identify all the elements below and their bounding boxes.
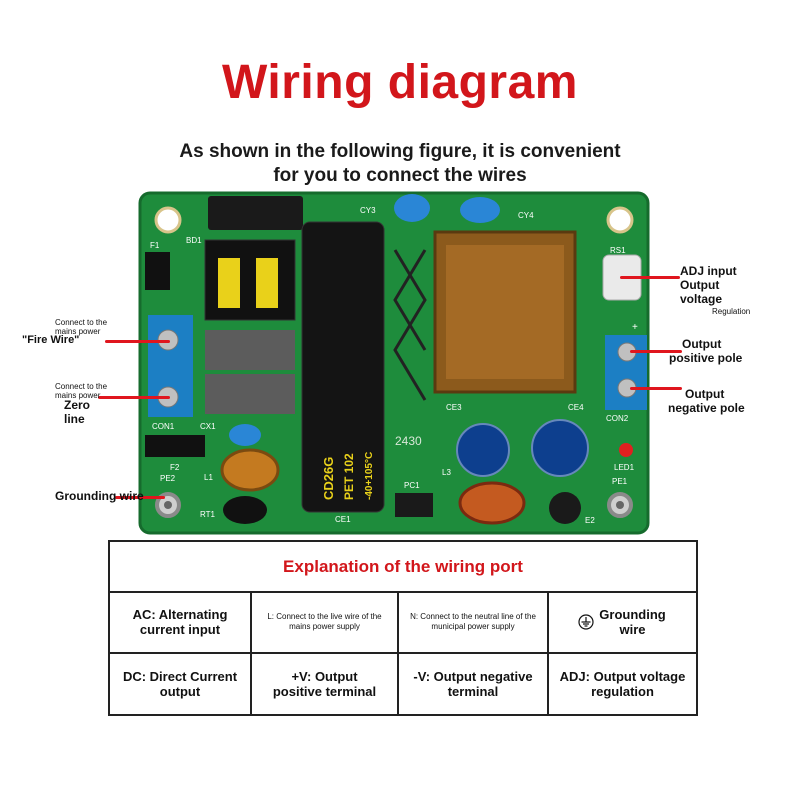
- silk-cy3: CY3: [360, 206, 376, 215]
- silk-e2: E2: [585, 516, 595, 525]
- silk-pc1: PC1: [404, 481, 420, 490]
- callout-line-ground: [115, 496, 165, 499]
- live-text: L: Connect to the live wire of the mains…: [267, 611, 382, 631]
- silk-rs1: RS1: [610, 246, 626, 255]
- callout-line-positive: [630, 350, 682, 353]
- ground-cell-row: Grounding wire: [577, 606, 668, 637]
- table-cell-neutral: N: Connect to the neutral line of the mu…: [399, 591, 547, 652]
- silk-date: 2430: [395, 434, 422, 448]
- fuse-f2: [145, 435, 205, 457]
- silk-rt1: RT1: [200, 510, 216, 519]
- positive-pole-label-1: Output: [682, 337, 722, 351]
- cap-label-1: CD26G: [321, 457, 336, 500]
- ground-text: Grounding wire: [599, 606, 666, 637]
- adj-text: ADJ: Output voltage regulation: [559, 669, 686, 699]
- y-capacitor: [229, 424, 261, 446]
- silk-pe2: PE2: [160, 474, 176, 483]
- callout-line-neutral: [98, 396, 170, 399]
- ground-label: Grounding wire: [55, 489, 144, 503]
- callout-line-live: [105, 340, 170, 343]
- silk-ce4: CE4: [568, 403, 584, 412]
- silk-l1: L1: [204, 473, 213, 482]
- silk-con1: CON1: [152, 422, 175, 431]
- power-led: [619, 443, 633, 457]
- choke-winding: [256, 258, 278, 308]
- dc-text: DC: Direct Current output: [122, 669, 238, 699]
- table-col-divider: [250, 591, 252, 714]
- silk-cx1: CX1: [200, 422, 216, 431]
- page-title: Wiring diagram: [222, 56, 578, 109]
- subtitle-line-1: As shown in the following figure, it is …: [179, 141, 621, 162]
- silk-l3: L3: [442, 468, 451, 477]
- table-cell-live: L: Connect to the live wire of the mains…: [252, 591, 397, 652]
- table-cell-adj: ADJ: Output voltage regulation: [549, 654, 696, 714]
- x-capacitor: [205, 330, 295, 370]
- small-capacitor: [549, 492, 581, 524]
- bulk-capacitor: [301, 221, 385, 513]
- negative-pole-label-1: Output: [685, 387, 725, 401]
- table-cell-ground: Grounding wire: [549, 591, 696, 652]
- silk-con2: CON2: [606, 414, 629, 423]
- silk-ce3: CE3: [446, 403, 462, 412]
- table-col-divider: [547, 591, 549, 714]
- table-cell-ac: AC: Alternating current input: [110, 591, 250, 652]
- silk-f2: F2: [170, 463, 180, 472]
- table-row-divider: [110, 652, 696, 654]
- page-subtitle: As shown in the following figure, it is …: [100, 140, 700, 188]
- negative-text: -V: Output negative terminal: [413, 669, 533, 699]
- silk-plus: +: [632, 322, 638, 333]
- silk-ce1: CE1: [335, 515, 351, 524]
- live-small-label: Connect to the mains power: [55, 318, 108, 336]
- transformer-tape: [446, 245, 564, 379]
- neutral-main-label: Zero line: [64, 398, 91, 426]
- grounding-screw-center: [616, 501, 624, 509]
- grounding-screw-center: [164, 501, 172, 509]
- output-inductor: [458, 481, 526, 525]
- fuse-f1: [145, 252, 170, 290]
- mounting-hole: [154, 206, 182, 234]
- mounting-hole: [606, 206, 634, 234]
- y-capacitor-cy4: [460, 197, 500, 223]
- silk-pe1: PE1: [612, 477, 628, 486]
- adj-regulation-label: Regulation: [712, 307, 751, 316]
- thermistor: [223, 496, 267, 524]
- cap-label-3: -40+105°C: [364, 452, 375, 500]
- x-capacitor: [205, 374, 295, 414]
- table-cell-dc: DC: Direct Current output: [110, 654, 250, 714]
- callout-line-negative: [630, 387, 682, 390]
- y-capacitor-cy3: [394, 194, 430, 222]
- positive-pole-label-2: positive pole: [669, 351, 743, 365]
- ground-icon: [577, 613, 594, 630]
- output-capacitor: [531, 419, 589, 477]
- table-cell-negative: -V: Output negative terminal: [399, 654, 547, 714]
- live-main-label: "Fire Wire": [22, 334, 80, 346]
- choke-winding: [218, 258, 240, 308]
- input-inductor: [220, 448, 280, 492]
- negative-pole-label-2: negative pole: [668, 401, 745, 415]
- silk-bd1: BD1: [186, 236, 202, 245]
- table-header: Explanation of the wiring port: [110, 542, 696, 593]
- silk-led1: LED1: [614, 463, 635, 472]
- output-capacitor: [456, 423, 510, 477]
- ac-text: AC: Alternating current input: [132, 606, 228, 637]
- subtitle-line-2: for you to connect the wires: [273, 165, 527, 186]
- callout-line-adj: [620, 276, 680, 279]
- bridge-rectifier: [208, 196, 303, 230]
- neutral-text: N: Connect to the neutral line of the mu…: [410, 611, 536, 631]
- adj-output-voltage-label: Output voltage: [680, 278, 723, 306]
- adj-input-label: ADJ input: [680, 264, 737, 278]
- explanation-table: Explanation of the wiring port AC: Alter…: [108, 540, 698, 716]
- transformer-pins: [393, 249, 427, 401]
- cap-label-2: PET 102: [342, 453, 356, 500]
- optocoupler: [395, 493, 433, 517]
- positive-text: +V: Output positive terminal: [272, 669, 377, 699]
- neutral-small-label: Connect to the mains power: [55, 382, 108, 400]
- table-col-divider: [397, 591, 399, 714]
- table-cell-positive: +V: Output positive terminal: [252, 654, 397, 714]
- silk-f1: F1: [150, 241, 160, 250]
- silk-cy4: CY4: [518, 211, 534, 220]
